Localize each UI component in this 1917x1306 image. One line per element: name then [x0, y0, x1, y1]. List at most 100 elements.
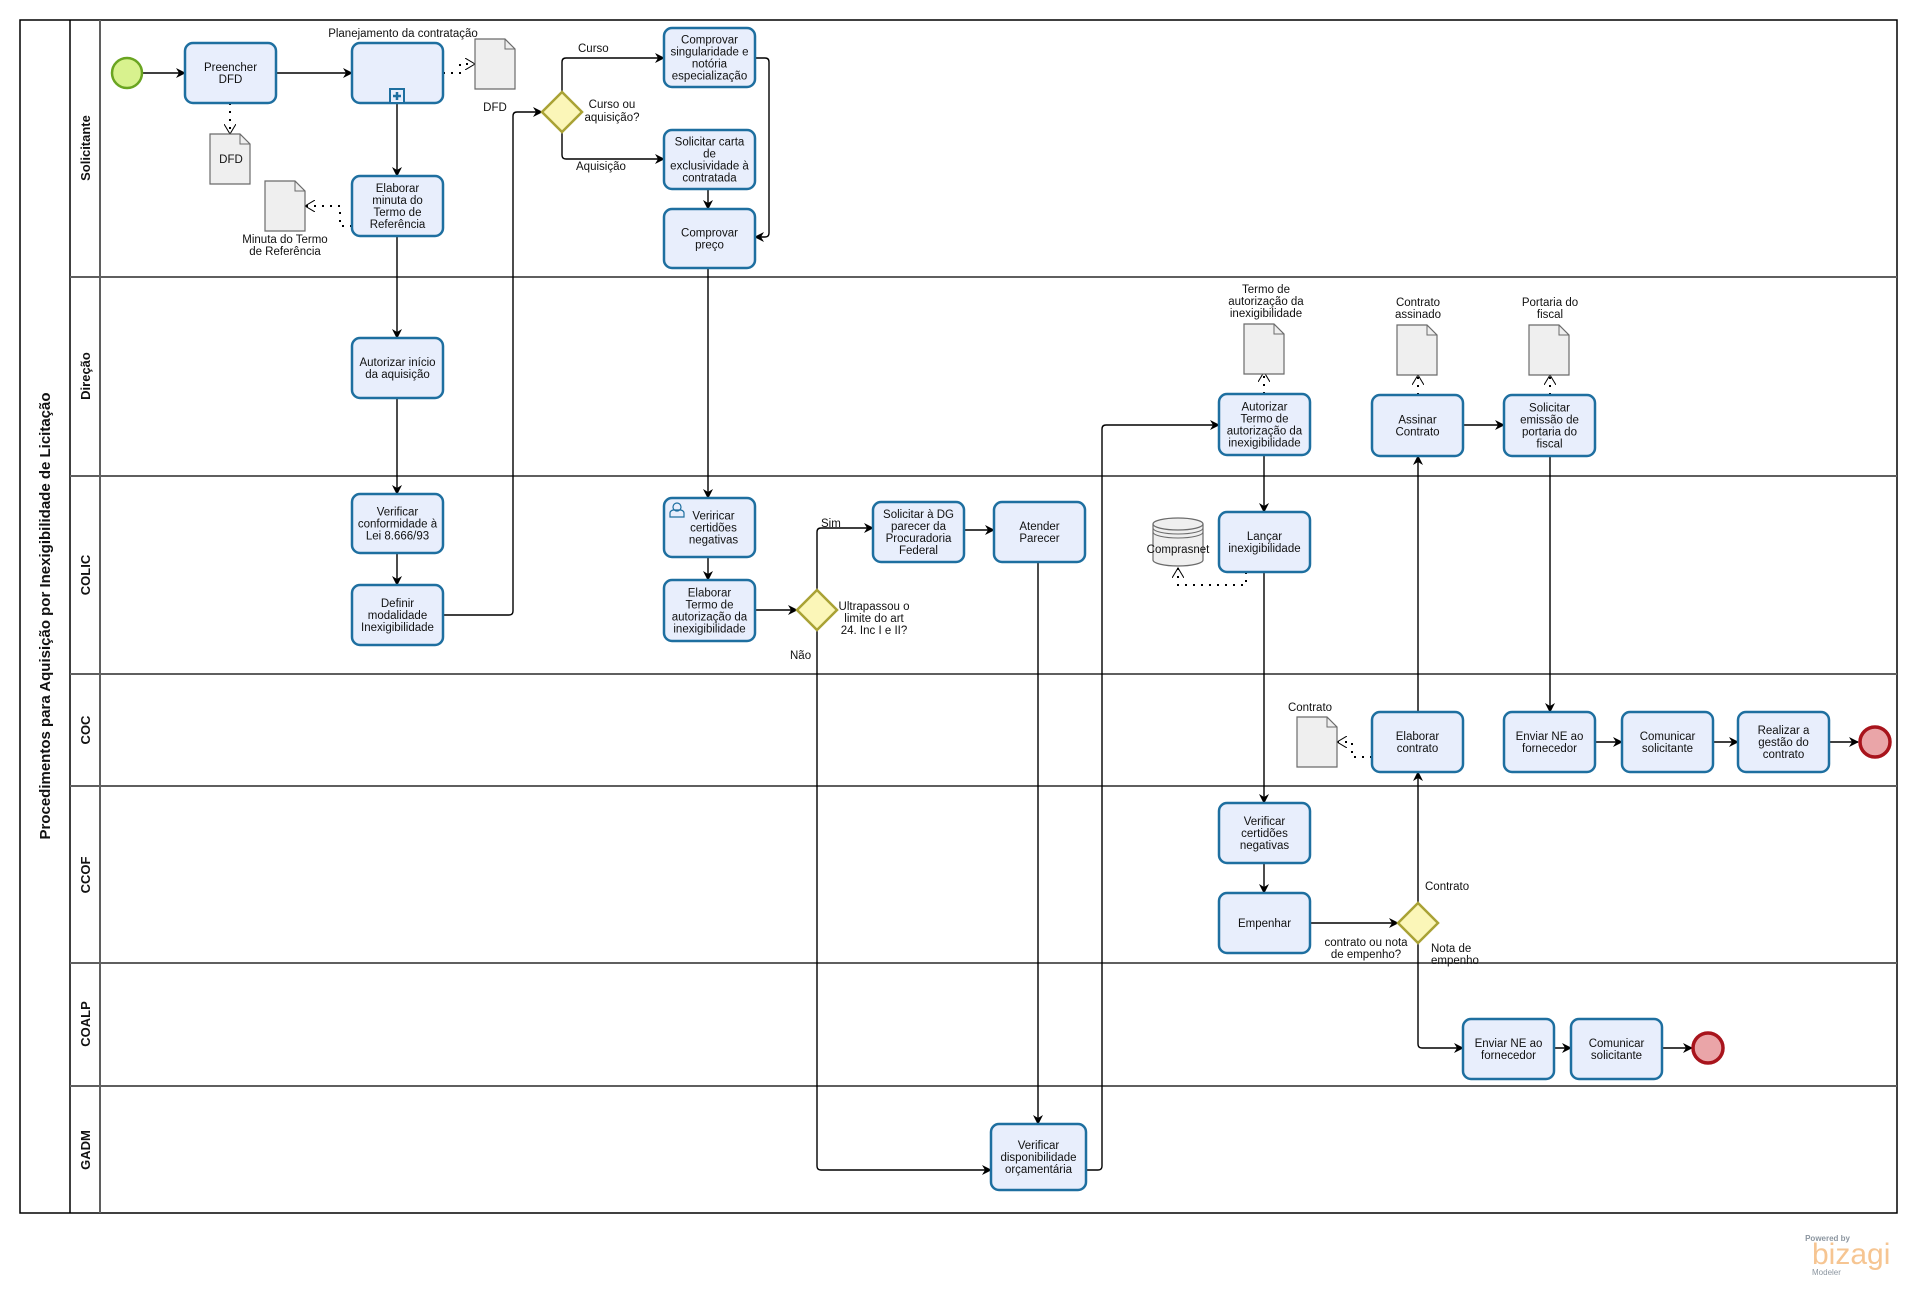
- document-dfd-below[interactable]: DFD: [209, 133, 251, 185]
- task-label-line: Comunicar: [1640, 731, 1696, 743]
- document-label: Portaria do: [1522, 297, 1578, 309]
- task-empenhar[interactable]: Empenhar: [1217, 891, 1312, 955]
- lane-direcao: Direção: [78, 352, 93, 400]
- task-label-line: orçamentária: [1005, 1164, 1073, 1176]
- task-label-line: certidões: [690, 523, 737, 535]
- task-label-line: solicitante: [1642, 743, 1693, 755]
- datastore-comprasnet[interactable]: Comprasnet: [1147, 517, 1210, 567]
- task-label-line: Termo de: [374, 207, 422, 219]
- task-label-line: Empenhar: [1238, 918, 1291, 930]
- task-label-line: gestão do: [1758, 737, 1809, 749]
- lane-ccof: CCOF: [78, 857, 93, 894]
- task-label-line: Elaborar: [1396, 731, 1440, 743]
- task-label-line: Comunicar: [1589, 1038, 1645, 1050]
- task-label-line: negativas: [689, 535, 738, 547]
- powered-by-text: Powered by: [1805, 1234, 1850, 1243]
- task-label-line: Autorizar início: [359, 357, 435, 369]
- gateway-label: aquisição?: [585, 112, 640, 124]
- document-label: de Referência: [249, 246, 321, 258]
- document-label: Minuta do Termo: [242, 234, 327, 246]
- task-label-line: especialização: [672, 71, 747, 83]
- end-event-coalp[interactable]: [1691, 1031, 1725, 1065]
- document-label: inexigibilidade: [1230, 308, 1302, 320]
- task-label-line: Contrato: [1395, 427, 1439, 439]
- end-event-coc[interactable]: [1858, 725, 1892, 759]
- task-label-line: Veriricar: [692, 511, 734, 523]
- gateway-label: Curso ou: [589, 99, 636, 111]
- task-label-line: inexigibilidade: [1228, 543, 1300, 555]
- task-label-line: conformidade à: [358, 519, 438, 531]
- task-label-line: contrato: [1397, 743, 1439, 755]
- task-label-line: Preencher: [204, 62, 257, 74]
- bizagi-name: bizagi: [1812, 1238, 1890, 1271]
- document-label: autorização da: [1228, 296, 1304, 308]
- task-label-line: notória: [692, 59, 728, 71]
- start-event[interactable]: [110, 56, 144, 90]
- flow-label-contrato: Contrato: [1425, 881, 1469, 893]
- task-label-line: fiscal: [1536, 439, 1562, 451]
- document-label: Contrato: [1288, 702, 1332, 714]
- document-dfd-right[interactable]: DFD: [474, 38, 516, 114]
- task-label-line: Solicitar carta: [675, 137, 745, 149]
- datastore-label: Comprasnet: [1147, 544, 1210, 556]
- gateway-label: contrato ou nota: [1324, 937, 1408, 949]
- subprocess-expand-icon[interactable]: [389, 88, 405, 104]
- gateway-label: Ultrapassou o: [839, 601, 910, 613]
- task-label-line: certidões: [1241, 828, 1288, 840]
- document-label: DFD: [483, 102, 507, 114]
- bizagi-logo: Powered by bizagi Modeler: [1805, 1234, 1890, 1277]
- task-label-line: negativas: [1240, 840, 1289, 852]
- lane-solicitante: Solicitante: [78, 115, 93, 181]
- task-label-line: Enviar NE ao: [1475, 1038, 1543, 1050]
- document-contrato[interactable]: Contrato: [1288, 702, 1338, 768]
- task-label-line: Elaborar: [376, 183, 420, 195]
